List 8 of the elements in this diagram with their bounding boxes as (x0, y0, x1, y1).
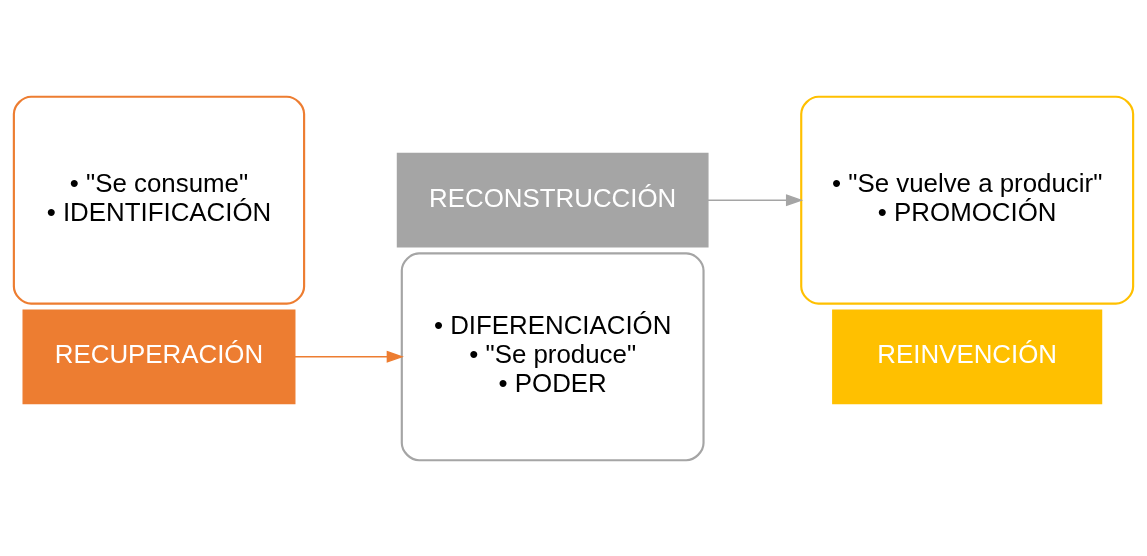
node-box: REINVENCIÓN (832, 308, 1103, 404)
node-box: RECUPERACIÓN (22, 308, 296, 404)
node-box: RECONSTRUCCIÓN (396, 152, 709, 248)
arrow (707, 193, 804, 206)
arrow (294, 350, 404, 363)
node-box: • "Se vuelve a producir" • PROMOCIÓN (800, 95, 1135, 305)
node-box: • DIFERENCIACIÓN • "Se produce" • PODER (400, 251, 705, 461)
node-box: • "Se consume" • IDENTIFICACIÓN (12, 95, 306, 305)
